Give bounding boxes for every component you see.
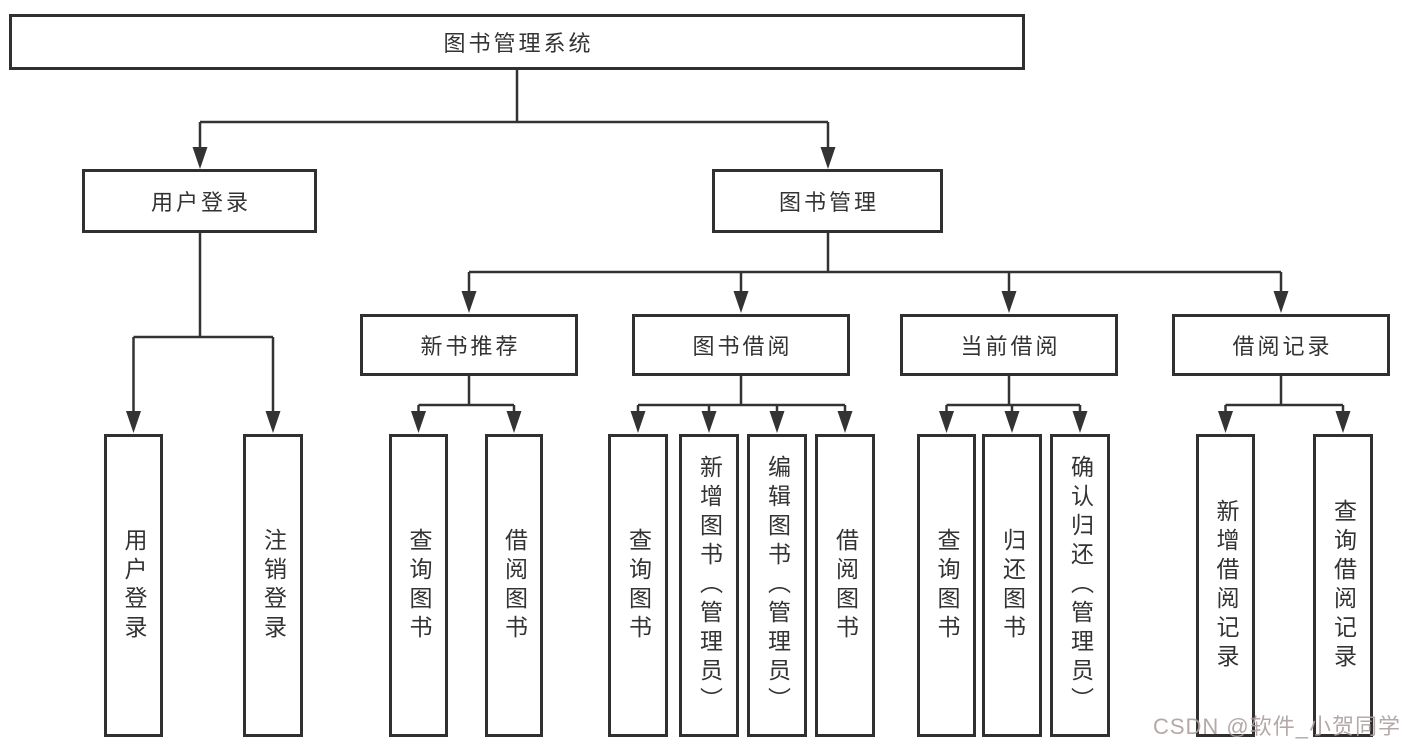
node-book-borrowing: 图书借阅 bbox=[632, 314, 850, 376]
leaf-current-query-books: 查询图书 bbox=[917, 434, 976, 737]
leaf-logout-label: 注销登录 bbox=[260, 527, 287, 644]
leaf-borrowing-borrow-books-label: 借阅图书 bbox=[832, 527, 859, 644]
leaf-return-books-label: 归还图书 bbox=[999, 527, 1026, 644]
leaf-borrowing-query-books-label: 查询图书 bbox=[625, 527, 652, 644]
leaf-confirm-return-admin: 确认归还（管理员） bbox=[1050, 434, 1110, 737]
leaf-edit-books-admin-label: 编辑图书（管理员） bbox=[764, 455, 791, 716]
node-root-system-label: 图书管理系统 bbox=[443, 31, 594, 56]
leaf-query-borrow-record-label: 查询借阅记录 bbox=[1330, 498, 1357, 673]
leaf-user-login-label: 用户登录 bbox=[121, 527, 147, 644]
node-user-login-label: 用户登录 bbox=[150, 190, 251, 215]
leaf-add-borrow-record: 新增借阅记录 bbox=[1196, 434, 1255, 737]
leaf-user-login: 用户登录 bbox=[104, 434, 163, 737]
node-book-management-label: 图书管理 bbox=[778, 190, 879, 215]
leaf-recommend-query-books-label: 查询图书 bbox=[406, 527, 432, 644]
node-borrow-records-label: 借阅记录 bbox=[1232, 334, 1333, 359]
node-current-borrowing-label: 当前借阅 bbox=[960, 334, 1061, 359]
leaf-recommend-query-books: 查询图书 bbox=[389, 434, 448, 737]
leaf-return-books: 归还图书 bbox=[982, 434, 1042, 737]
node-current-borrowing: 当前借阅 bbox=[900, 314, 1118, 376]
leaf-borrowing-borrow-books: 借阅图书 bbox=[815, 434, 875, 737]
leaf-confirm-return-admin-label: 确认归还（管理员） bbox=[1067, 455, 1094, 716]
leaf-current-query-books-label: 查询图书 bbox=[934, 527, 960, 644]
node-book-borrowing-label: 图书借阅 bbox=[692, 334, 793, 359]
leaf-recommend-borrow-books-label: 借阅图书 bbox=[501, 527, 528, 644]
node-new-book-recommend-label: 新书推荐 bbox=[420, 334, 521, 359]
leaf-add-borrow-record-label: 新增借阅记录 bbox=[1213, 498, 1239, 673]
leaf-add-books-admin-label: 新增图书（管理员） bbox=[696, 455, 723, 716]
leaf-logout: 注销登录 bbox=[243, 434, 303, 737]
tree-edges bbox=[132, 68, 1345, 415]
node-book-management: 图书管理 bbox=[712, 169, 943, 233]
leaf-edit-books-admin: 编辑图书（管理员） bbox=[747, 434, 807, 737]
node-user-login: 用户登录 bbox=[82, 169, 317, 233]
csdn-watermark: CSDN @软件_小贺同学 bbox=[1152, 714, 1401, 739]
leaf-add-books-admin: 新增图书（管理员） bbox=[679, 434, 739, 737]
leaf-recommend-borrow-books: 借阅图书 bbox=[485, 434, 543, 737]
node-borrow-records: 借阅记录 bbox=[1172, 314, 1390, 376]
arrowheads bbox=[126, 147, 1351, 433]
leaf-query-borrow-record: 查询借阅记录 bbox=[1313, 434, 1373, 737]
leaf-borrowing-query-books: 查询图书 bbox=[608, 434, 668, 737]
node-root-system: 图书管理系统 bbox=[9, 14, 1025, 70]
node-new-book-recommend: 新书推荐 bbox=[360, 314, 578, 376]
